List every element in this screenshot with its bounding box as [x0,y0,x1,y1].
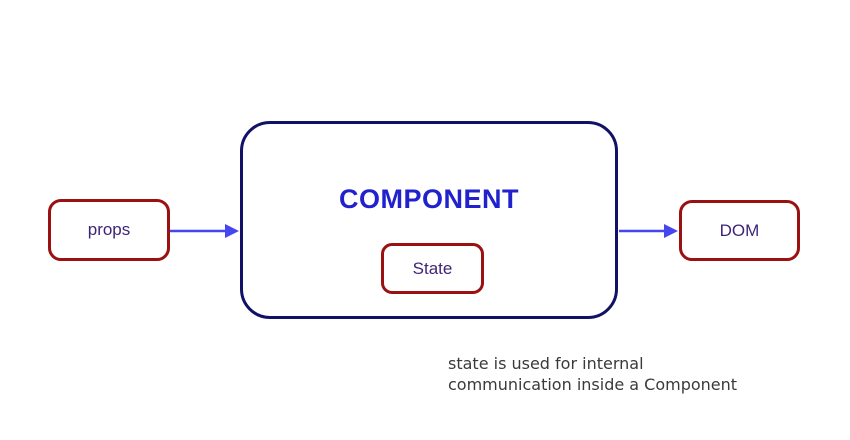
component-title: COMPONENT [339,184,519,214]
node-props-label: props [87,220,131,239]
caption-line-1: state is used for internal [448,354,644,373]
caption-line-2: communication inside a Component [448,375,738,394]
arrow-props-to-component-icon [170,224,239,238]
node-dom: DOM [679,200,800,261]
node-component: COMPONENT State [240,121,618,319]
node-dom-label: DOM [719,220,760,240]
node-state-label: State [412,258,453,278]
node-props: props [48,199,170,261]
caption: state is used for internal communication… [448,353,737,395]
node-state: State [381,243,484,294]
arrow-component-to-dom-icon [619,224,678,238]
